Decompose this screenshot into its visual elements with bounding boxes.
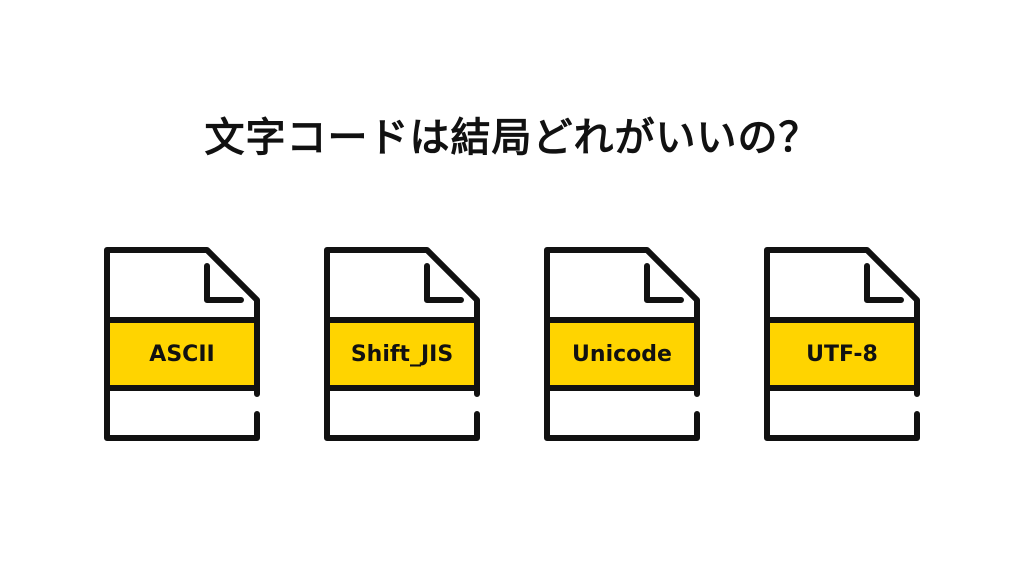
document-outline xyxy=(324,247,480,441)
folded-corner xyxy=(204,263,244,303)
document-icon xyxy=(324,247,480,441)
document-icon xyxy=(764,247,920,441)
file-card-ascii: ASCII xyxy=(101,244,263,444)
file-label: Unicode xyxy=(572,341,672,367)
file-label: ASCII xyxy=(149,341,215,367)
label-band xyxy=(107,320,257,388)
file-label: UTF-8 xyxy=(806,341,878,367)
label-band xyxy=(767,320,917,388)
document-icon xyxy=(104,247,260,441)
document-outline xyxy=(764,247,920,441)
file-label: Shift_JIS xyxy=(350,341,454,367)
document-icon xyxy=(544,247,700,441)
folded-corner xyxy=(424,263,464,303)
page-title: 文字コードは結局どれがいいの？ xyxy=(204,115,820,161)
file-card-shift-jis: Shift_JIS xyxy=(321,244,483,444)
file-card-utf-8: UTF-8 xyxy=(761,244,923,444)
label-band xyxy=(547,320,697,388)
document-outline xyxy=(544,247,700,441)
document-outline xyxy=(104,247,260,441)
folded-corner xyxy=(644,263,684,303)
label-band xyxy=(327,320,477,388)
file-card-unicode: Unicode xyxy=(541,244,703,444)
folded-corner xyxy=(864,263,904,303)
